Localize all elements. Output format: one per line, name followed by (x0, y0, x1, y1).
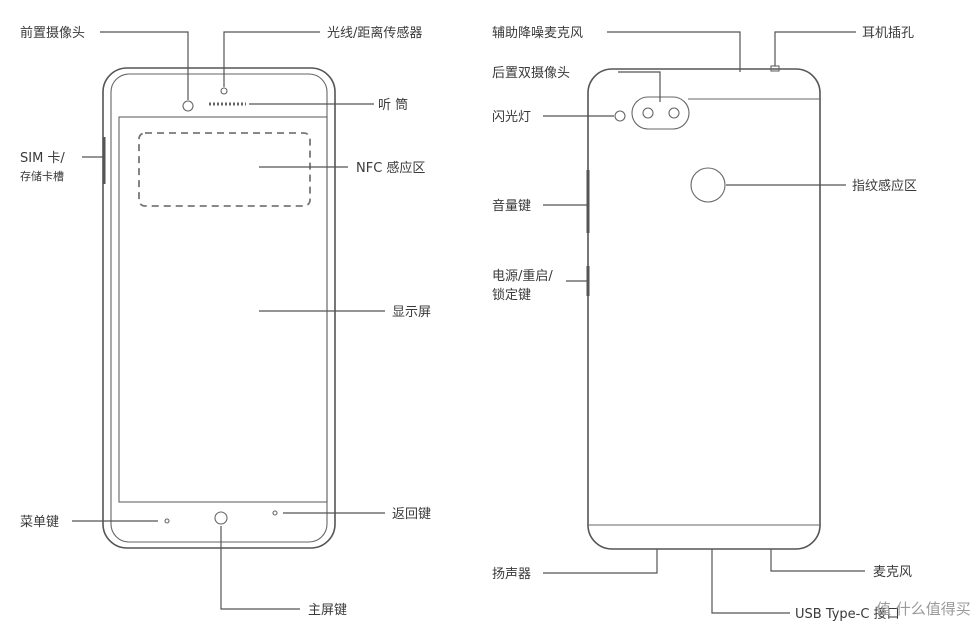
label-noise-mic: 辅助降噪麦克风 (492, 26, 583, 41)
label-power-key-line1: 电源/重启/ (492, 268, 553, 284)
label-menu-key: 菜单键 (20, 515, 59, 530)
camera-lens-right-icon (668, 107, 680, 119)
label-speaker: 扬声器 (492, 567, 531, 582)
label-sim-slot-line1: SIM 卡/ (20, 151, 65, 166)
nfc-zone-outline (138, 132, 311, 207)
front-phone-body (102, 67, 336, 549)
menu-key-icon (164, 518, 170, 524)
watermark-text: 值 什么值得买 (876, 600, 971, 618)
label-microphone: 麦克风 (873, 565, 912, 580)
back-leader-lines (543, 31, 865, 614)
fingerprint-sensor-icon (690, 167, 726, 203)
label-usb-port: USB Type-C 接口 (795, 606, 900, 622)
back-phone-body (587, 68, 821, 550)
camera-lens-left-icon (642, 107, 654, 119)
back-phone (586, 65, 821, 550)
label-back-key: 返回键 (392, 507, 431, 522)
home-key-icon (214, 511, 228, 525)
flash-icon (614, 110, 626, 122)
label-volume-key: 音量键 (492, 198, 531, 214)
label-fingerprint: 指纹感应区 (852, 178, 917, 194)
label-front-camera: 前置摄像头 (20, 25, 85, 41)
front-display-area (118, 116, 328, 503)
label-sim-slot-line2: 存储卡槽 (20, 169, 64, 183)
back-key-icon (272, 510, 278, 516)
label-home-key: 主屏键 (308, 603, 347, 618)
label-earpiece: 听 筒 (378, 97, 408, 113)
front-camera-icon (182, 100, 194, 112)
label-power-key-line2: 锁定键 (492, 287, 531, 303)
light-sensor-icon (220, 87, 228, 95)
label-nfc: NFC 感应区 (356, 160, 425, 176)
front-phone (102, 67, 336, 549)
label-light-sensor: 光线/距离传感器 (327, 25, 422, 41)
label-dual-camera: 后置双摄像头 (492, 66, 570, 81)
front-leader-lines (72, 31, 385, 610)
label-flash: 闪光灯 (492, 110, 531, 125)
label-display: 显示屏 (392, 305, 431, 320)
label-headphone-jack: 耳机插孔 (862, 26, 914, 41)
